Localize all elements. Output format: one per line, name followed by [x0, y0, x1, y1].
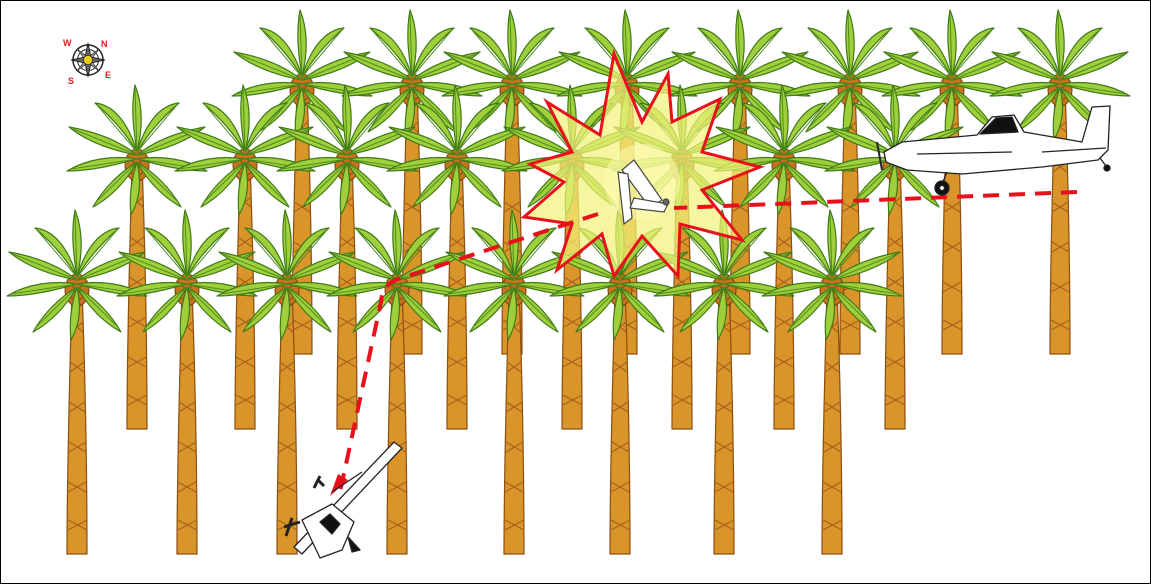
compass-west-label: W: [63, 38, 72, 48]
compass-rose-icon: [71, 43, 105, 77]
airplane-top-view-icon: [284, 442, 402, 558]
palm-tree-icon: [7, 210, 147, 554]
palm-tree-icon: [990, 10, 1130, 354]
compass-east-label: E: [105, 70, 111, 80]
compass-north-label: N: [101, 39, 108, 49]
compass-south-label: S: [68, 76, 74, 86]
